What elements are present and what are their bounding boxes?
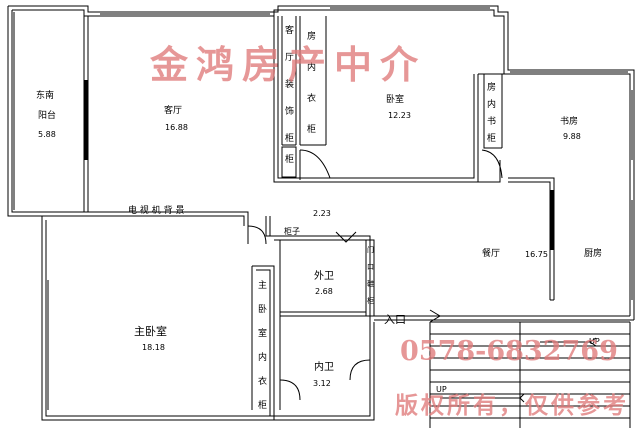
balcony-label-line2: 阳台: [38, 111, 57, 121]
staircase: [429, 309, 631, 428]
outer-wall: [8, 5, 635, 320]
outer-bath-label: 外卫: [314, 271, 334, 282]
study-bookcase-label: 房内书柜: [486, 83, 496, 144]
outer-bath-area: 2.68: [315, 287, 333, 296]
study-area: 9.88: [563, 132, 581, 141]
entrance-label: 入口: [384, 313, 406, 326]
bedroom-label: 卧室: [386, 95, 405, 105]
cabinet-box-label: 柜: [284, 155, 294, 165]
dining-room-label: 餐厅: [482, 249, 501, 259]
outer-wall: [12, 9, 631, 316]
balcony-area: 5.88: [38, 130, 56, 139]
dining-room-area: 16.75: [525, 250, 548, 259]
stairs-up-label-lower: UP: [436, 385, 447, 394]
shoe-cabinet-label: 门口鞋柜: [367, 246, 374, 305]
kitchen-label: 厨房: [584, 249, 603, 259]
living-room-area: 16.88: [165, 123, 188, 132]
living-cabinet-label: 客厅装饰柜: [284, 26, 294, 144]
tv-wall-label: 电 视 机 背 景: [128, 206, 185, 216]
cabinet-label: 柜子: [284, 227, 300, 236]
balcony-label-line1: 东南: [36, 91, 55, 101]
bedroom-closet-label: 房内衣柜: [306, 32, 316, 135]
stairs-up-label: UP: [589, 337, 600, 346]
corridor-area: 2.23: [313, 209, 331, 218]
inner-bath-area: 3.12: [313, 379, 331, 388]
master-bedroom-label: 主卧室: [134, 325, 167, 338]
study-label: 书房: [560, 117, 579, 127]
master-bedroom-area: 18.18: [142, 343, 165, 352]
bedroom-area: 12.23: [388, 111, 411, 120]
living-room-label: 客厅: [164, 106, 183, 116]
outer-wall: [7, 6, 48, 217]
outer-wall: [41, 216, 280, 421]
phone-watermark: 0578-6832769: [400, 336, 618, 367]
inner-bath-label: 内卫: [314, 362, 334, 373]
copyright-watermark: 版权所有，仅供参考: [395, 392, 629, 419]
master-closet-label: 主卧室内衣柜: [257, 281, 267, 411]
outer-wall: [45, 220, 280, 417]
agency-watermark: 金鸿房产中介: [150, 42, 427, 87]
